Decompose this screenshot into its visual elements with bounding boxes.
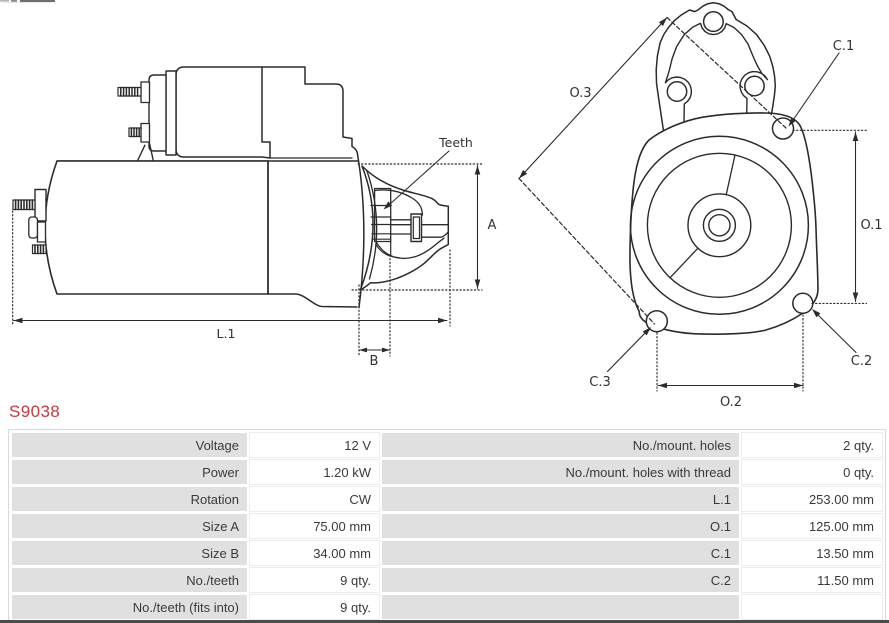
- mount-hole-c1: [771, 117, 795, 140]
- gear-opening-outer: [629, 135, 810, 316]
- spec-label: Voltage: [12, 433, 247, 457]
- dim-a-label: A: [488, 218, 497, 233]
- spec-label: Power: [12, 460, 247, 484]
- spec-label: [382, 595, 739, 619]
- spec-label: Size A: [12, 514, 247, 538]
- table-row: No./teeth 9 qty. C.2 11.50 mm: [12, 568, 882, 592]
- spec-value: 11.50 mm: [742, 568, 882, 592]
- bottom-bar: [0, 620, 889, 623]
- side-view-dimensions: [12, 150, 484, 357]
- spec-value: 12 V: [250, 433, 379, 457]
- dim-c3-label: C.3: [589, 375, 610, 390]
- mount-hole-c2: [792, 292, 814, 315]
- side-view: [12, 66, 450, 309]
- spec-value: 13.50 mm: [742, 541, 882, 565]
- dim-o3-label: O.3: [569, 86, 591, 101]
- spec-label: O.1: [382, 514, 739, 538]
- spec-label: No./teeth: [12, 568, 247, 592]
- pinion-gear: [373, 187, 392, 243]
- spec-label: Size B: [12, 541, 247, 565]
- solenoid: [175, 66, 271, 159]
- spec-value: 9 qty.: [250, 568, 379, 592]
- spec-value: 253.00 mm: [742, 487, 882, 511]
- ear-hole-left: [666, 81, 688, 102]
- dim-o1-label: O.1: [860, 218, 882, 233]
- spec-label: C.1: [382, 541, 739, 565]
- spec-table: Voltage 12 V No./mount. holes 2 qty. Pow…: [8, 429, 886, 623]
- drive-end-bell: [359, 165, 450, 291]
- spec-value: 1.20 kW: [250, 460, 379, 484]
- spec-value: 0 qty.: [742, 460, 882, 484]
- mounting-ear: [656, 2, 776, 131]
- table-row: Rotation CW L.1 253.00 mm: [12, 487, 882, 511]
- spec-value: 34.00 mm: [250, 541, 379, 565]
- front-view: [629, 2, 819, 335]
- table-row: Size A 75.00 mm O.1 125.00 mm: [12, 514, 882, 538]
- dim-b-label: B: [370, 354, 379, 369]
- starter-motor-technical-drawing: Teeth A B L.1 O.3 C.1 O.1 C.2 C.3 O.2: [12, 2, 883, 410]
- table-row: No./teeth (fits into) 9 qty.: [12, 595, 882, 619]
- ear-hole-top: [702, 11, 724, 33]
- spec-value: 75.00 mm: [250, 514, 379, 538]
- watermark-fragment: [0, 0, 55, 3]
- spec-label: L.1: [382, 487, 739, 511]
- front-view-dimensions: [518, 16, 868, 392]
- ear-hole-right: [744, 75, 765, 97]
- mount-hole-c3: [645, 309, 669, 333]
- dim-o2-label: O.2: [720, 395, 742, 410]
- spec-label: Rotation: [12, 487, 247, 511]
- spec-value: [742, 595, 882, 619]
- spec-label: No./mount. holes: [382, 433, 739, 457]
- terminal-stud-upper: [140, 81, 151, 104]
- spec-value: 2 qty.: [742, 433, 882, 457]
- dim-l1-label: L.1: [217, 326, 236, 341]
- spec-label: No./teeth (fits into): [12, 595, 247, 619]
- dim-c1-label: C.1: [833, 39, 854, 54]
- table-row: Power 1.20 kW No./mount. holes with thre…: [12, 460, 882, 484]
- teeth-label: Teeth: [438, 135, 473, 150]
- part-number: S9038: [9, 402, 61, 421]
- dim-c2-label: C.2: [851, 354, 872, 369]
- spec-value: 125.00 mm: [742, 514, 882, 538]
- spec-value: CW: [250, 487, 379, 511]
- table-row: Voltage 12 V No./mount. holes 2 qty.: [12, 433, 882, 457]
- spec-value: 9 qty.: [250, 595, 379, 619]
- table-row: Size B 34.00 mm C.1 13.50 mm: [12, 541, 882, 565]
- spec-label: C.2: [382, 568, 739, 592]
- terminal-stud-lower: [140, 122, 151, 143]
- mounting-flange: [629, 112, 819, 335]
- spec-label: No./mount. holes with thread: [382, 460, 739, 484]
